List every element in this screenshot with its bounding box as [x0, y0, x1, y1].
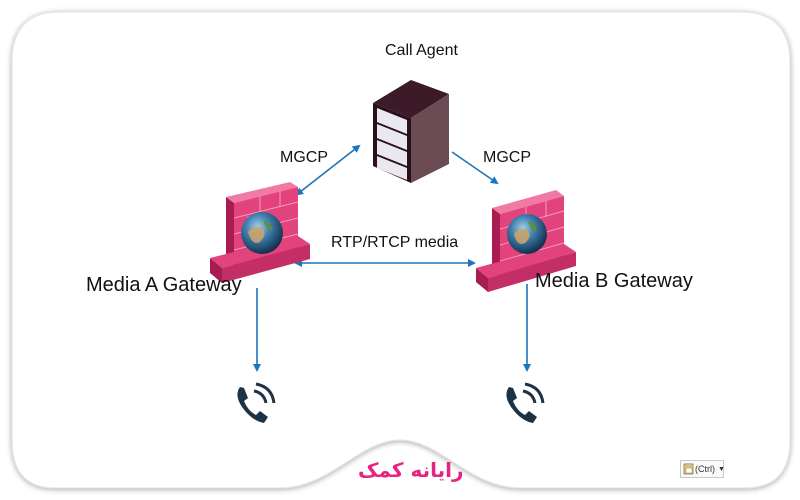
server-icon [373, 80, 449, 183]
mgcp-left-arrow [295, 144, 361, 196]
paste-options-button[interactable]: (Ctrl) ▼ [680, 460, 725, 478]
gateway-a-label: Media A Gateway [86, 274, 242, 296]
brand-logo: رایانه کمک [358, 458, 464, 482]
paste-options-label: (Ctrl) [695, 464, 715, 474]
gateway-b-icon [476, 190, 576, 292]
chevron-down-icon: ▼ [718, 465, 725, 473]
call-agent-label: Call Agent [385, 42, 458, 59]
phone-b-icon [506, 382, 545, 423]
gateway-a-icon [210, 182, 310, 283]
mgcp-right-label: MGCP [483, 149, 531, 166]
phone-a-icon [237, 382, 276, 423]
clipboard-icon [683, 462, 694, 477]
mgcp-left-label: MGCP [280, 149, 328, 166]
mgcp-right-arrow [451, 151, 499, 185]
rtp-media-label: RTP/RTCP media [331, 234, 459, 251]
gateway-b-label: Media B Gateway [535, 270, 693, 292]
